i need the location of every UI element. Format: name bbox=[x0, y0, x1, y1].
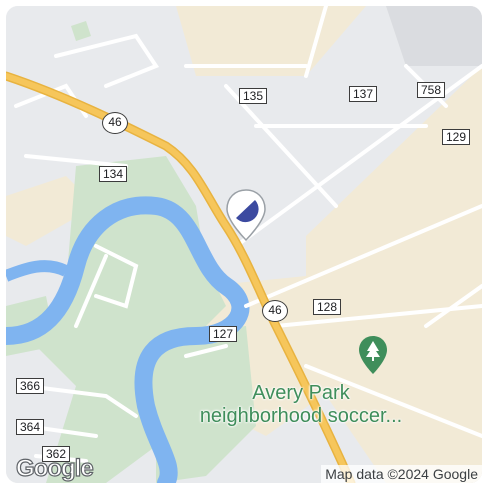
route-shield-362: 362 bbox=[42, 446, 71, 462]
river-branch bbox=[6, 260, 69, 282]
park-label[interactable]: Avery Park neighborhood soccer... bbox=[186, 382, 416, 428]
route-shield-134: 134 bbox=[99, 166, 128, 182]
park-marker[interactable] bbox=[358, 335, 388, 380]
park-area bbox=[26, 156, 226, 483]
map-canvas[interactable] bbox=[6, 6, 482, 483]
park-label-line1: Avery Park bbox=[252, 382, 350, 404]
tree-icon bbox=[359, 336, 387, 374]
route-shield-135: 135 bbox=[239, 88, 268, 104]
highway-shield-46: 46 bbox=[102, 112, 128, 134]
field-area bbox=[176, 6, 366, 76]
map-attribution[interactable]: Map data ©2024 Google bbox=[321, 465, 482, 483]
park-label-line2: neighborhood soccer... bbox=[199, 405, 403, 427]
route-shield-758: 758 bbox=[417, 82, 446, 98]
urban-area bbox=[386, 6, 482, 66]
route-shield-128: 128 bbox=[313, 299, 342, 315]
route-shield-137: 137 bbox=[349, 86, 378, 102]
park-area bbox=[156, 326, 256, 483]
location-pin-icon[interactable] bbox=[224, 188, 268, 247]
minor-roads bbox=[14, 6, 482, 463]
route-shield-129: 129 bbox=[442, 129, 471, 145]
route-shield-127: 127 bbox=[209, 326, 238, 342]
route-shield-364: 364 bbox=[16, 419, 45, 435]
field-area bbox=[6, 176, 96, 246]
park-area bbox=[71, 21, 91, 41]
field-area bbox=[306, 66, 482, 483]
route-shield-366: 366 bbox=[16, 378, 45, 394]
river bbox=[6, 196, 250, 483]
highway-shield-46: 46 bbox=[262, 300, 288, 322]
google-logo: Google bbox=[15, 454, 94, 482]
map-view[interactable]: 135 137 758 129 134 128 127 366 364 362 … bbox=[6, 6, 482, 483]
